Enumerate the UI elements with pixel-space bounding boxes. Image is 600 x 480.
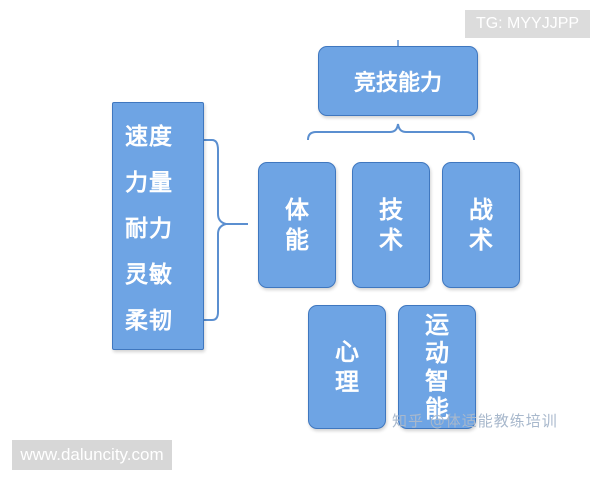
tactics-box: 战术 <box>442 162 520 288</box>
sport-intelligence-box: 运动智能 <box>398 305 476 429</box>
list-item: 速度 <box>125 124 173 150</box>
psychology-box: 心理 <box>308 305 386 429</box>
site-url-watermark: www.daluncity.com <box>12 440 172 470</box>
competitive-ability-box: 竞技能力 <box>318 46 478 116</box>
sport-intelligence-label: 运动智能 <box>425 311 449 423</box>
tactics-label: 战术 <box>469 196 493 254</box>
physical-fitness-label: 体能 <box>285 196 309 254</box>
competitive-ability-label: 竞技能力 <box>353 71 442 96</box>
zhihu-watermark: 知乎 @体适能教练培训 <box>392 412 558 430</box>
physical-fitness-box: 体能 <box>258 162 336 288</box>
list-item: 柔韧 <box>125 308 173 334</box>
technique-label: 技术 <box>379 196 403 254</box>
technique-box: 技术 <box>352 162 430 288</box>
list-item: 灵敏 <box>125 262 173 288</box>
tg-badge: TG: MYYJJPP <box>465 10 590 38</box>
list-item: 耐力 <box>125 216 173 242</box>
list-item: 力量 <box>125 170 173 196</box>
physical-qualities-list: 速度 力量 耐力 灵敏 柔韧 <box>112 102 204 350</box>
psychology-label: 心理 <box>335 338 359 396</box>
